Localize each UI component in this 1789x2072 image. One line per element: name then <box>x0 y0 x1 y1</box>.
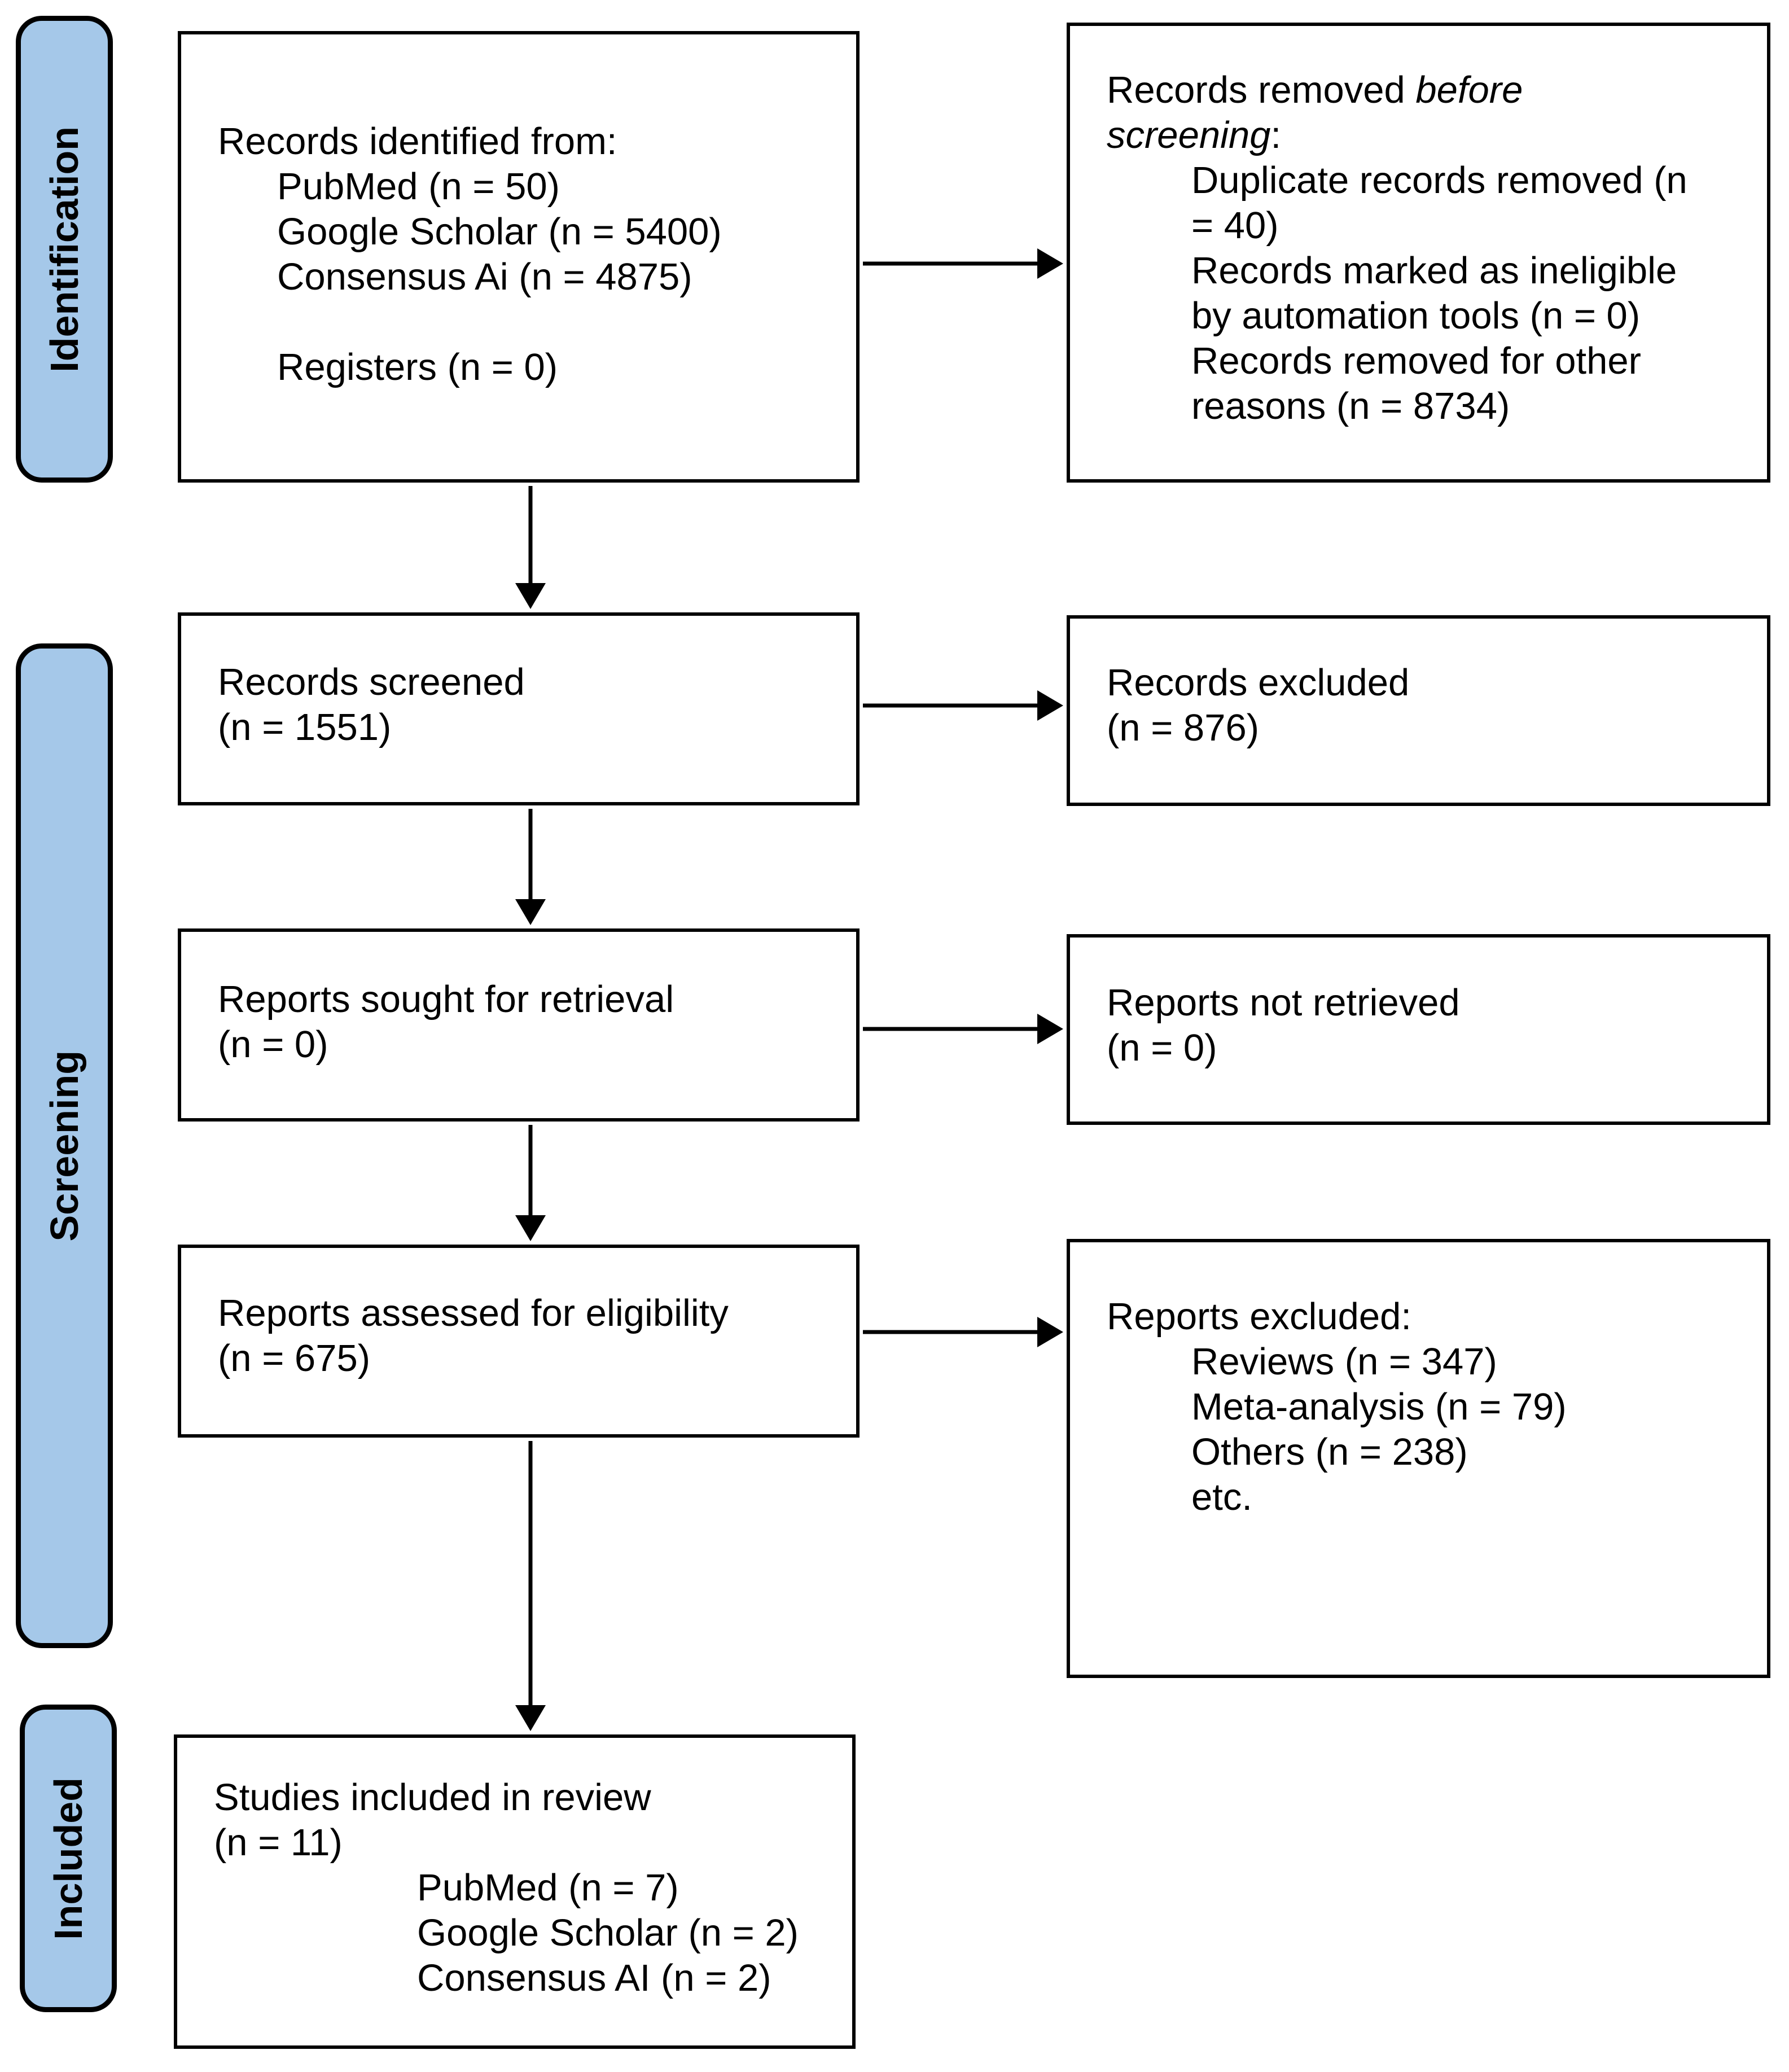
sidebar-screening-label: Screening <box>42 1050 86 1242</box>
sidebar-included: Included <box>20 1705 117 2012</box>
box-line: Records identified from: <box>218 120 617 163</box>
box-line: (n = 1551) <box>218 706 392 748</box>
box-line: (n = 876) <box>1107 707 1260 749</box>
arrow-down-icon <box>515 1441 546 1731</box>
box-line: PubMed (n = 50) <box>277 165 560 208</box>
box-line: Reviews (n = 347) <box>1191 1341 1497 1383</box>
reports-excluded-box: Reports excluded: Reviews (n = 347) Meta… <box>1067 1239 1770 1678</box>
box-line: Records marked as ineligible <box>1191 249 1677 292</box>
sidebar-identification-label: Identification <box>42 126 86 373</box>
sidebar-screening: Screening <box>16 643 113 1648</box>
box-line: Google Scholar (n = 2) <box>417 1912 799 1954</box>
reports-assessed-box: Reports assessed for eligibility (n = 67… <box>178 1245 860 1438</box>
box-line: (n = 0) <box>1107 1027 1217 1069</box>
box-line: Reports not retrieved <box>1107 982 1460 1024</box>
records-removed-before-screening-box: Records removed before screening: Duplic… <box>1067 23 1770 483</box>
box-line: (n = 11) <box>214 1821 343 1864</box>
box-line: (n = 0) <box>218 1023 328 1066</box>
box-line: reasons (n = 8734) <box>1191 385 1510 427</box>
arrow-down-icon <box>515 809 546 925</box>
box-line: = 40) <box>1191 204 1279 247</box>
sidebar-identification: Identification <box>16 16 113 483</box>
box-line: Studies included in review <box>214 1776 651 1819</box>
records-screened-box: Records screened (n = 1551) <box>178 612 860 805</box>
box-line: Consensus AI (n = 2) <box>417 1957 771 1999</box>
arrow-right-icon <box>863 690 1063 721</box>
box-line: Records removed before <box>1107 68 1762 113</box>
title-normal: Records removed <box>1107 69 1416 111</box>
arrow-right-icon <box>863 248 1063 279</box>
box-line: Google Scholar (n = 5400) <box>277 211 722 253</box>
arrow-right-icon <box>863 1014 1063 1044</box>
box-line: Consensus Ai (n = 4875) <box>277 256 692 298</box>
box-line: by automation tools (n = 0) <box>1191 295 1641 337</box>
box-line: (n = 675) <box>218 1337 371 1379</box>
box-line: Records excluded <box>1107 662 1410 704</box>
sidebar-included-label: Included <box>46 1777 90 1940</box>
box-line: Reports assessed for eligibility <box>218 1292 729 1334</box>
box-line <box>218 300 852 345</box>
box-line: Reports sought for retrieval <box>218 978 674 1020</box>
box-line: Records screened <box>218 661 525 703</box>
arrow-down-icon <box>515 486 546 609</box>
box-line: Registers (n = 0) <box>277 346 558 388</box>
box-line: Duplicate records removed (n <box>1191 159 1687 201</box>
box-line: screening: <box>1107 113 1762 158</box>
title-suffix: : <box>1270 114 1282 156</box>
arrow-right-icon <box>863 1317 1063 1347</box>
title-italic: before <box>1415 69 1523 111</box>
arrow-down-icon <box>515 1125 546 1241</box>
box-line: Meta-analysis (n = 79) <box>1191 1386 1567 1428</box>
box-line: PubMed (n = 7) <box>417 1867 679 1909</box>
reports-sought-box: Reports sought for retrieval (n = 0) <box>178 928 860 1122</box>
box-line: etc. <box>1191 1476 1252 1518</box>
records-excluded-box: Records excluded (n = 876) <box>1067 615 1770 806</box>
records-identified-box: Records identified from: PubMed (n = 50)… <box>178 31 860 483</box>
box-line: Reports excluded: <box>1107 1295 1412 1338</box>
reports-not-retrieved-box: Reports not retrieved (n = 0) <box>1067 934 1770 1125</box>
title-italic: screening <box>1107 114 1271 156</box>
box-line: Records removed for other <box>1191 340 1641 382</box>
studies-included-box: Studies included in review (n = 11) PubM… <box>174 1734 856 2049</box>
box-line: Others (n = 238) <box>1191 1431 1468 1473</box>
